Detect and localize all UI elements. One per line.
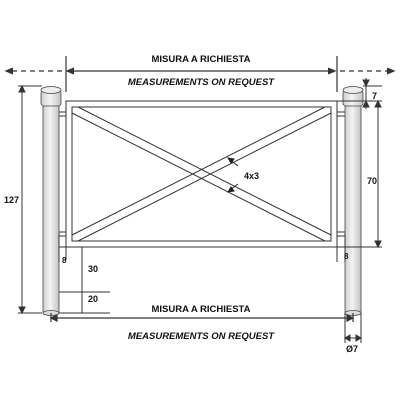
left-post <box>40 86 62 316</box>
bottom-label-english: MEASUREMENTS ON REQUEST <box>128 331 275 342</box>
ground-clearance-label: 30 <box>88 264 98 274</box>
panel-frame <box>59 100 345 248</box>
total-height-dimension <box>18 84 42 315</box>
right-post <box>342 86 364 316</box>
top-label-italian: MISURA A RICHIESTA <box>151 54 250 65</box>
bottom-width-dimension <box>49 313 355 322</box>
cross-bars <box>71 106 332 242</box>
top-width-dimension <box>4 56 396 92</box>
embedding-label: 20 <box>88 294 98 304</box>
post-diameter-label: Ø7 <box>346 344 358 354</box>
right-dimensions <box>331 78 382 262</box>
right-gap-label: 8 <box>344 252 349 261</box>
left-gap-label: 8 <box>62 256 67 265</box>
lower-left-dimensions <box>58 233 110 314</box>
post-diameter-dimension <box>344 313 362 343</box>
bar-section-label: 4x3 <box>244 171 259 181</box>
total-height-label: 127 <box>4 195 19 205</box>
bar-section-pointer <box>227 157 239 193</box>
panel-height-label: 70 <box>367 176 377 186</box>
cap-offset-label: 7 <box>372 91 377 101</box>
top-label-english: MEASUREMENTS ON REQUEST <box>128 77 275 88</box>
bottom-label-italian: MISURA A RICHIESTA <box>151 304 250 315</box>
